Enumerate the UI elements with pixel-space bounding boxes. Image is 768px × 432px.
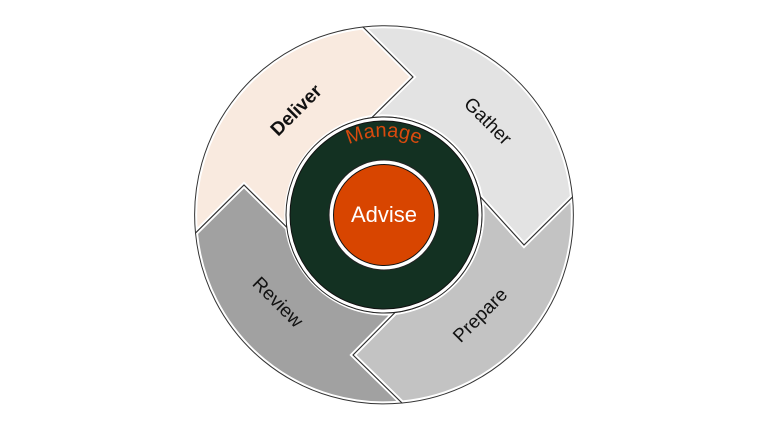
label-advise: Advise (351, 202, 417, 227)
outer-segments (192, 23, 576, 407)
advise-core[interactable] (333, 164, 435, 266)
